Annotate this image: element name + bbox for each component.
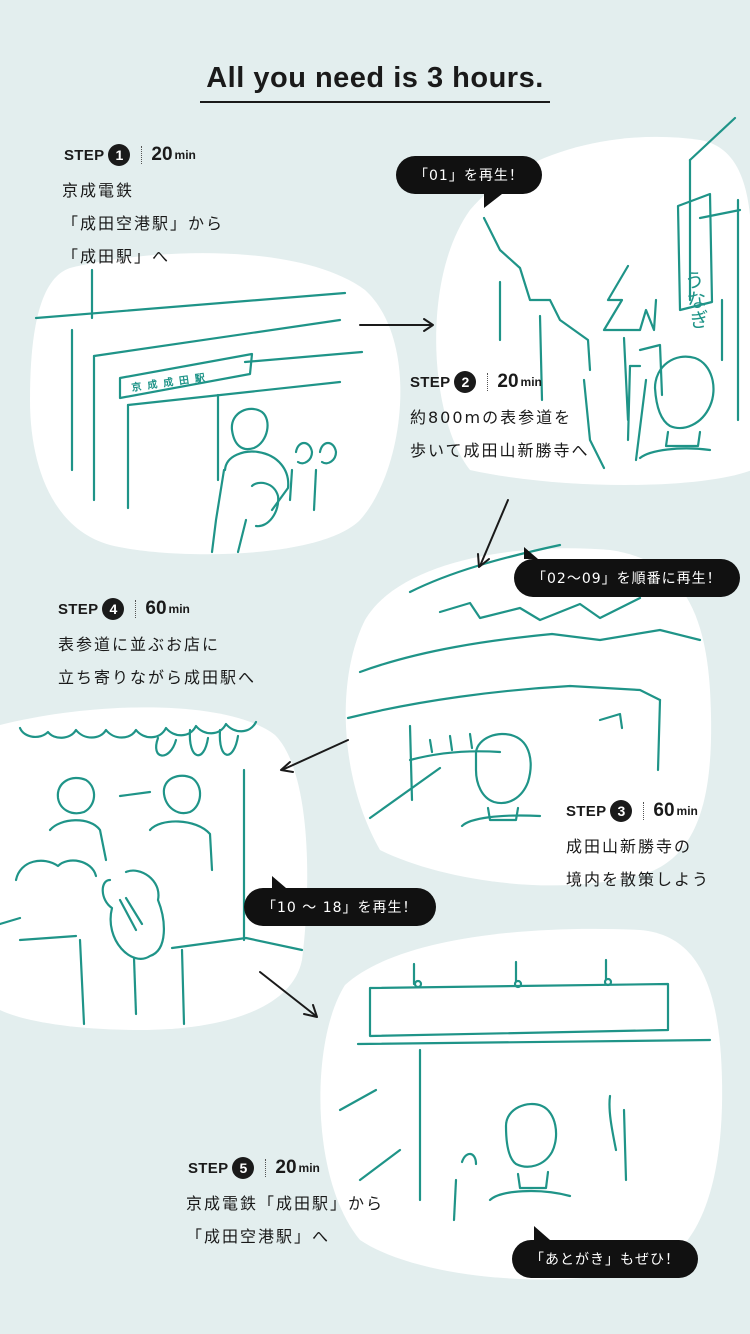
step-1-description: 京成電鉄 「成田空港駅」から 「成田駅」へ [62, 181, 225, 266]
divider [141, 146, 143, 164]
step-duration: 60 [145, 598, 167, 619]
step-4-description: 表参道に並ぶお店に 立ち寄りながら成田駅へ [58, 635, 257, 687]
duration-unit: min [298, 1161, 320, 1175]
step-5-header: STEP 5 20 min [188, 1157, 320, 1179]
bubble-play-02-09: 「02〜09」を順番に再生！ [514, 547, 740, 597]
street-illustration [482, 116, 742, 470]
page-title-text: All you need is 3 hours. [200, 62, 550, 103]
arrow-icon [477, 499, 509, 568]
bubble-afterword: 「あとがき」もぜひ！ [512, 1226, 698, 1278]
blob-station [30, 253, 401, 555]
step-4-header: STEP 4 60 min [58, 598, 190, 620]
divider [135, 600, 137, 618]
step-label: STEP [188, 1159, 229, 1177]
arrow-icon [259, 971, 318, 1018]
arrow-icon [280, 739, 349, 773]
bubble-play-01: 「01」を再生！ [396, 156, 542, 208]
step-label: STEP [566, 802, 607, 820]
step-duration: 20 [497, 371, 519, 392]
step-2-header: STEP 2 20 min [410, 371, 542, 393]
page-title: All you need is 3 hours. [0, 62, 750, 103]
temple-illustration [346, 543, 702, 828]
step-1-header: STEP 1 20 min [64, 144, 196, 166]
arrow-icon [359, 318, 434, 332]
bubble-play-10-18: 「10 〜 18」を再生！ [244, 876, 436, 926]
step-number-badge: 5 [232, 1157, 255, 1179]
divider [487, 373, 489, 391]
duration-unit: min [168, 602, 190, 616]
divider [643, 802, 645, 820]
step-2-description: 約800mの表参道を 歩いて成田山新勝寺へ [410, 408, 590, 460]
step-label: STEP [410, 373, 451, 391]
step-duration: 20 [275, 1157, 297, 1178]
step-number-badge: 3 [610, 800, 633, 822]
duration-unit: min [676, 804, 698, 818]
step-number-badge: 1 [108, 144, 131, 166]
step-3-header: STEP 3 60 min [566, 800, 698, 822]
step-number-badge: 2 [454, 371, 477, 393]
step-5-description: 京成電鉄「成田駅」から 「成田空港駅」へ [186, 1194, 385, 1246]
duration-unit: min [520, 375, 542, 389]
step-label: STEP [64, 146, 105, 164]
divider [265, 1159, 267, 1177]
step-number-badge: 4 [102, 598, 125, 620]
step-duration: 60 [653, 800, 675, 821]
duration-unit: min [174, 148, 196, 162]
shops-illustration [0, 720, 304, 1026]
platform-illustration [338, 958, 712, 1222]
blob-street [436, 136, 750, 485]
station-illustration [34, 268, 364, 554]
step-label: STEP [58, 600, 99, 618]
step-duration: 20 [151, 144, 173, 165]
step-3-description: 成田山新勝寺の 境内を散策しよう [566, 837, 711, 889]
blob-shops [0, 707, 308, 1030]
